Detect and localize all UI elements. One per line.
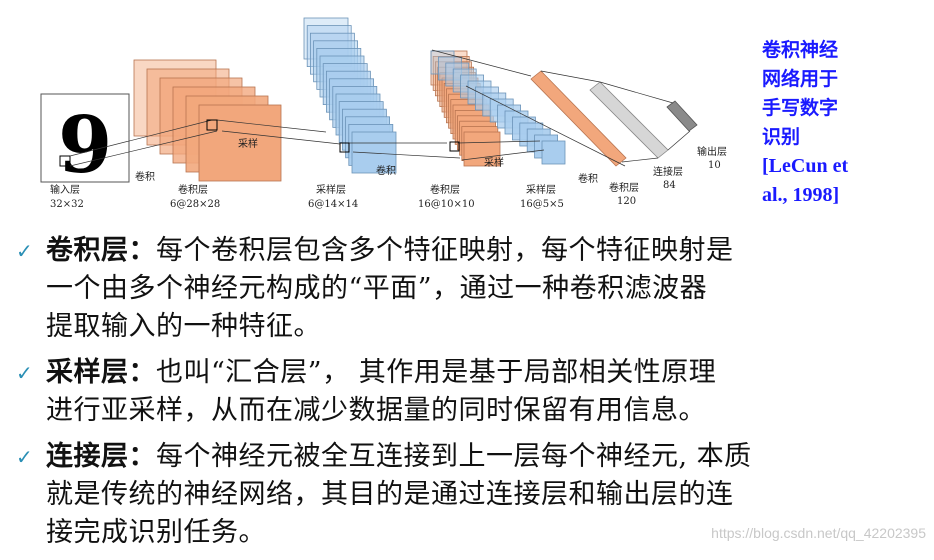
bullet-fc-layer: ✓ 连接层：每个神经元被全互连接到上一层每个神经元, 本质 就是传统的神经网络，…	[10, 438, 920, 552]
watermark: https://blog.csdn.net/qq_42202395	[711, 525, 926, 541]
bullet-text: 连接层：每个神经元被全互连接到上一层每个神经元, 本质 就是传统的神经网络，其目…	[46, 438, 752, 552]
conv1-op-label: 卷积	[135, 170, 155, 183]
citation-line-2: al., 1998]	[762, 184, 840, 206]
citation-line-1: [LeCun et	[762, 155, 849, 177]
bullet-text: 卷积层：每个卷积层包含多个特征映射，每个特征映射是 一个由多个神经元构成的“平面…	[46, 232, 734, 346]
input-digit: 9	[58, 100, 112, 191]
caption-line-2: 网络用于	[762, 68, 839, 90]
bullet-line: 每个神经元被全互连接到上一层每个神经元, 本质	[156, 441, 752, 472]
output-layer-dims: 10	[708, 160, 721, 171]
conv2-receptive-field	[449, 141, 460, 152]
bullet-line: 提取输入的一种特征。	[46, 311, 321, 342]
caption-line-3: 手写数字	[762, 97, 839, 119]
bullet-pool-layer: ✓ 采样层：也叫“汇合层”， 其作用是基于局部相关性原理 进行亚采样，从而在减少…	[10, 354, 920, 430]
bullet-line: 就是传统的神经网络，其目的是通过连接层和输出层的连	[46, 479, 734, 510]
fc-layer-dims: 84	[663, 180, 676, 191]
bullet-term: 采样层：	[46, 357, 156, 388]
bullet-term: 卷积层：	[46, 235, 156, 266]
input-receptive-field	[59, 155, 71, 167]
pool2-layer-name: 采样层	[526, 183, 556, 196]
checkmark-icon: ✓	[16, 445, 33, 469]
conv2-layer-name: 卷积层	[430, 183, 460, 196]
conv2-layer-dims: 16@10×10	[418, 199, 475, 210]
input-layer-dims: 32×32	[50, 199, 84, 210]
output-layer-bar	[666, 100, 698, 132]
conv2-feature-map	[463, 131, 501, 167]
pool1-layer-dims: 6@14×14	[308, 199, 358, 210]
bullet-line: 接完成识别任务。	[46, 517, 266, 548]
input-layer-name: 输入层	[50, 183, 80, 196]
pool2-feature-maps	[430, 50, 566, 165]
conv1-layer-dims: 6@28×28	[170, 199, 220, 210]
pool2-layer-dims: 16@5×5	[520, 199, 564, 210]
checkmark-icon: ✓	[16, 361, 33, 385]
pool1-feature-maps	[303, 17, 397, 174]
pool2-op-label: 采样	[484, 156, 504, 169]
caption-line-1: 卷积神经	[762, 39, 839, 61]
pool1-receptive-field	[339, 142, 350, 153]
conv1-feature-map	[198, 104, 282, 182]
conv1-receptive-field	[206, 119, 218, 131]
bullet-line: 也叫“汇合层”， 其作用是基于局部相关性原理	[156, 357, 717, 388]
connection-lines	[69, 49, 691, 167]
caption-line-4: 识别	[762, 126, 801, 148]
bullet-line: 进行亚采样，从而在减少数据量的同时保留有用信息。	[46, 395, 706, 426]
bullet-list: ✓ 卷积层：每个卷积层包含多个特征映射，每个特征映射是 一个由多个神经元构成的“…	[10, 232, 920, 560]
conv3-op-label: 卷积	[578, 172, 598, 185]
bullet-line: 一个由多个神经元构成的“平面”，通过一种卷积滤波器	[46, 273, 708, 304]
bullet-term: 连接层：	[46, 441, 156, 472]
pool1-op-label: 采样	[238, 137, 258, 150]
checkmark-icon: ✓	[16, 239, 33, 263]
lenet-diagram: 9 输入层 32×32 卷积 卷积层 6@28×28 采样 采样层 6@14×1…	[40, 17, 727, 210]
bullet-text: 采样层：也叫“汇合层”， 其作用是基于局部相关性原理 进行亚采样，从而在减少数据…	[46, 354, 716, 430]
conv3-layer-dims: 120	[617, 196, 636, 207]
input-image-frame	[40, 93, 130, 183]
figure-caption: 卷积神经 网络用于 手写数字 识别 [LeCun et al., 1998]	[762, 36, 912, 210]
pool1-layer-name: 采样层	[316, 183, 346, 196]
conv2-op-label: 卷积	[376, 164, 396, 177]
bullet-line: 每个卷积层包含多个特征映射，每个特征映射是	[156, 235, 734, 266]
fc-layer-name: 连接层	[653, 165, 683, 178]
bullet-conv-layer: ✓ 卷积层：每个卷积层包含多个特征映射，每个特征映射是 一个由多个神经元构成的“…	[10, 232, 920, 346]
output-layer-name: 输出层	[697, 145, 727, 158]
conv3-layer-bar	[530, 70, 627, 167]
pool2-feature-map	[541, 140, 566, 165]
conv3-layer-name: 卷积层	[609, 181, 639, 194]
conv1-layer-name: 卷积层	[178, 183, 208, 196]
conv1-feature-maps	[133, 59, 282, 182]
